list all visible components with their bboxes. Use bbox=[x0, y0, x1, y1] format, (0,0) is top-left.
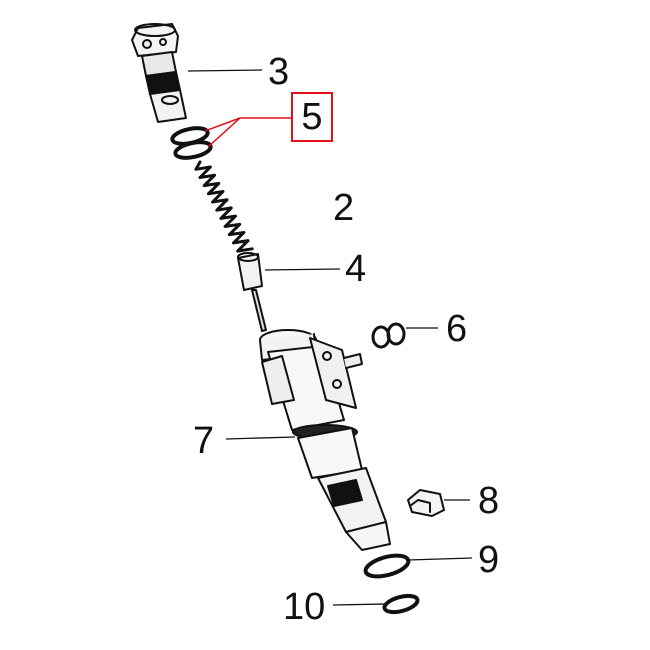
part-label-2: 2 bbox=[333, 187, 355, 229]
part-4-piston bbox=[237, 252, 267, 332]
leader-line-7 bbox=[225, 436, 296, 440]
part-3-valve-cap bbox=[131, 23, 187, 123]
leader-line-3 bbox=[187, 69, 263, 72]
part-label-7: 7 bbox=[193, 420, 215, 462]
part-label-5: 5 bbox=[301, 96, 323, 138]
leader-line-5c bbox=[207, 117, 241, 148]
part-label-9: 9 bbox=[478, 539, 500, 581]
part-label-10: 10 bbox=[283, 586, 326, 628]
part-label-6: 6 bbox=[446, 308, 468, 350]
part-label-3: 3 bbox=[268, 51, 290, 93]
leader-line-5b bbox=[204, 117, 241, 132]
spring bbox=[194, 160, 254, 253]
part-8-clip bbox=[407, 489, 445, 517]
part-10-o-ring bbox=[382, 593, 420, 615]
leader-line-4 bbox=[264, 268, 341, 271]
leader-line-10 bbox=[332, 603, 385, 606]
part-5-o-rings bbox=[170, 126, 213, 160]
part-7-valve-body bbox=[259, 329, 391, 551]
part-6-small-o-rings bbox=[371, 322, 406, 349]
part-label-8: 8 bbox=[478, 480, 500, 522]
leader-line-9 bbox=[407, 557, 473, 561]
highlighted-part-label-box: 5 bbox=[291, 92, 333, 142]
part-label-4: 4 bbox=[345, 248, 367, 290]
part-9-o-ring bbox=[363, 553, 411, 579]
